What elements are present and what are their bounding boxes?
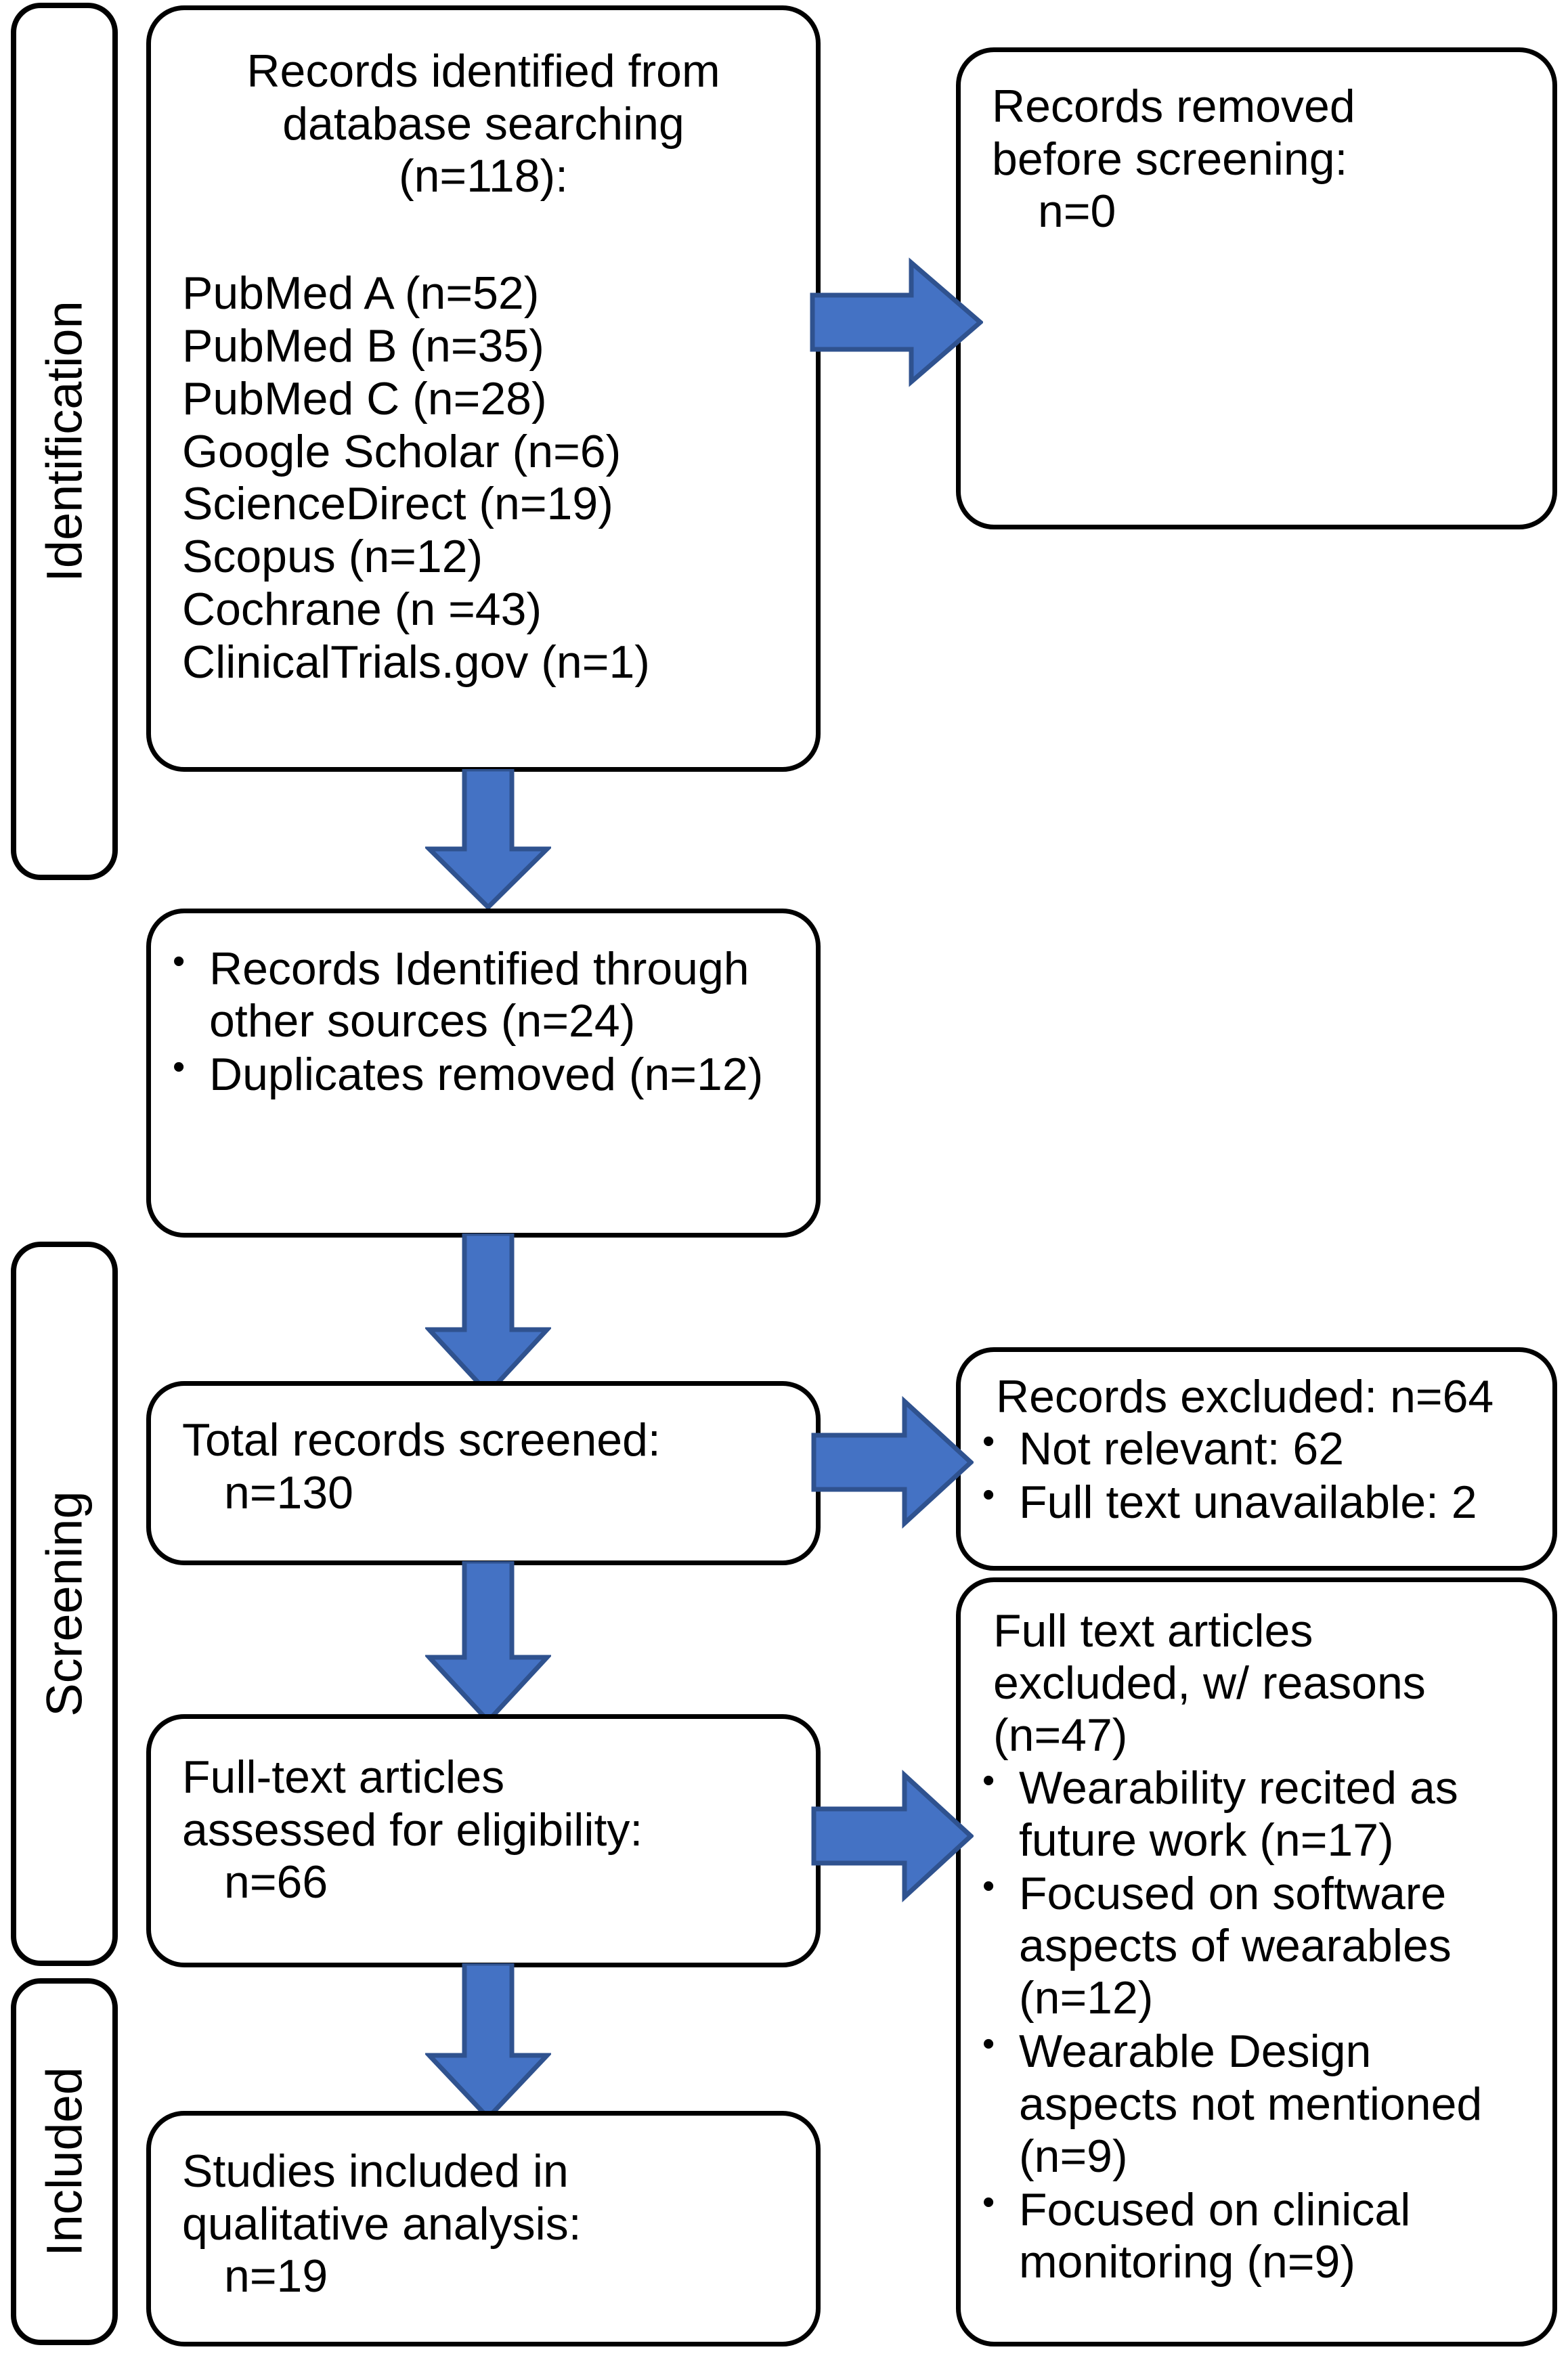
- records-excluded-bullet-list: Not relevant: 62 Full text unavailable: …: [977, 1422, 1529, 1529]
- stage-label-screening: Screening: [36, 1491, 93, 1717]
- box-studies-included: Studies included in qualitative analysis…: [146, 2111, 821, 2346]
- fulltext-assessed-line2: assessed for eligibility:: [182, 1804, 643, 1856]
- fulltext-excluded-heading-line3: (n=47): [993, 1709, 1128, 1762]
- source-item: PubMed C (n=28): [182, 372, 547, 424]
- list-item: Duplicates removed (n=12): [167, 1047, 793, 1101]
- records-identified-heading-line2: database searching: [282, 97, 684, 150]
- total-screened-count: n=130: [224, 1466, 353, 1519]
- total-screened-text: Total records screened: n=130: [151, 1414, 816, 1519]
- records-removed-count: n=0: [1038, 185, 1116, 238]
- fulltext-excluded-heading-line2: excluded, w/ reasons: [993, 1657, 1426, 1709]
- fulltext-assessed-line1: Full-text articles: [182, 1751, 505, 1803]
- stage-rail-screening: Screening: [11, 1242, 118, 1966]
- fulltext-excluded-heading-line1: Full text articles: [993, 1605, 1313, 1657]
- records-removed-line2: before screening:: [992, 133, 1348, 185]
- box-fulltext-excluded: Full text articles excluded, w/ reasons …: [956, 1577, 1557, 2346]
- other-sources-bullet-list: Records Identified through other sources…: [167, 942, 793, 1101]
- arrow-screened-to-fulltext: [425, 1561, 551, 1724]
- source-item: PubMed A (n=52): [182, 267, 540, 319]
- stage-label-identification: Identification: [36, 301, 93, 582]
- arrow-identified-to-removed: [810, 256, 983, 389]
- stage-rail-identification: Identification: [11, 3, 118, 880]
- box-fulltext-assessed: Full-text articles assessed for eligibil…: [146, 1714, 821, 1967]
- box-records-identified: Records identified from database searchi…: [146, 5, 821, 772]
- records-identified-heading: Records identified from database searchi…: [151, 45, 816, 203]
- fulltext-assessed-count: n=66: [224, 1856, 328, 1908]
- source-item: PubMed B (n=35): [182, 320, 544, 372]
- studies-included-text: Studies included in qualitative analysis…: [151, 2145, 816, 2303]
- studies-included-line2: qualitative analysis:: [182, 2198, 582, 2250]
- list-item: Focused on clinical monitoring (n=9): [977, 2183, 1529, 2288]
- box-total-records-screened: Total records screened: n=130: [146, 1381, 821, 1565]
- list-item: Focused on software aspects of wearables…: [977, 1866, 1529, 2025]
- list-item: Full text unavailable: 2: [977, 1475, 1529, 1529]
- source-item: Cochrane (n =43): [182, 584, 542, 636]
- arrow-other-sources-to-total-screened: [425, 1233, 551, 1396]
- stage-rail-included: Included: [11, 1978, 118, 2345]
- arrow-fulltext-to-included: [425, 1963, 551, 2120]
- source-item: ClinicalTrials.gov (n=1): [182, 636, 650, 689]
- studies-included-line1: Studies included in: [182, 2145, 569, 2197]
- list-item: Not relevant: 62: [977, 1422, 1529, 1475]
- fulltext-assessed-text: Full-text articles assessed for eligibil…: [151, 1751, 816, 1909]
- stage-label-included: Included: [36, 2067, 93, 2256]
- records-identified-heading-line3: (n=118):: [398, 150, 569, 202]
- box-records-excluded: Records excluded: n=64 Not relevant: 62 …: [956, 1347, 1557, 1571]
- total-screened-label: Total records screened:: [182, 1414, 661, 1466]
- records-identified-heading-line1: Records identified from: [246, 45, 720, 97]
- arrow-identified-to-other-sources: [425, 769, 551, 910]
- records-identified-source-list: PubMed A (n=52) PubMed B (n=35) PubMed C…: [151, 267, 816, 689]
- list-item: Records Identified through other sources…: [167, 942, 793, 1047]
- list-item: Wearable Design aspects not mentioned (n…: [977, 2024, 1529, 2183]
- fulltext-excluded-bullet-list: Wearability recited as future work (n=17…: [977, 1761, 1529, 2289]
- list-item: Wearability recited as future work (n=17…: [977, 1761, 1529, 1866]
- records-removed-line1: Records removed: [992, 81, 1355, 132]
- records-removed-text: Records removed before screening: n=0: [961, 81, 1552, 238]
- source-item: Google Scholar (n=6): [182, 425, 622, 477]
- box-other-sources: Records Identified through other sources…: [146, 909, 821, 1238]
- arrow-screened-to-excluded: [811, 1395, 974, 1530]
- source-item: Scopus (n=12): [182, 531, 483, 583]
- records-excluded-heading: Records excluded: n=64: [996, 1371, 1494, 1422]
- source-item: ScienceDirect (n=19): [182, 478, 613, 530]
- arrow-fulltext-to-excluded: [811, 1768, 974, 1904]
- studies-included-count: n=19: [224, 2250, 328, 2302]
- box-records-removed-before-screening: Records removed before screening: n=0: [956, 47, 1557, 529]
